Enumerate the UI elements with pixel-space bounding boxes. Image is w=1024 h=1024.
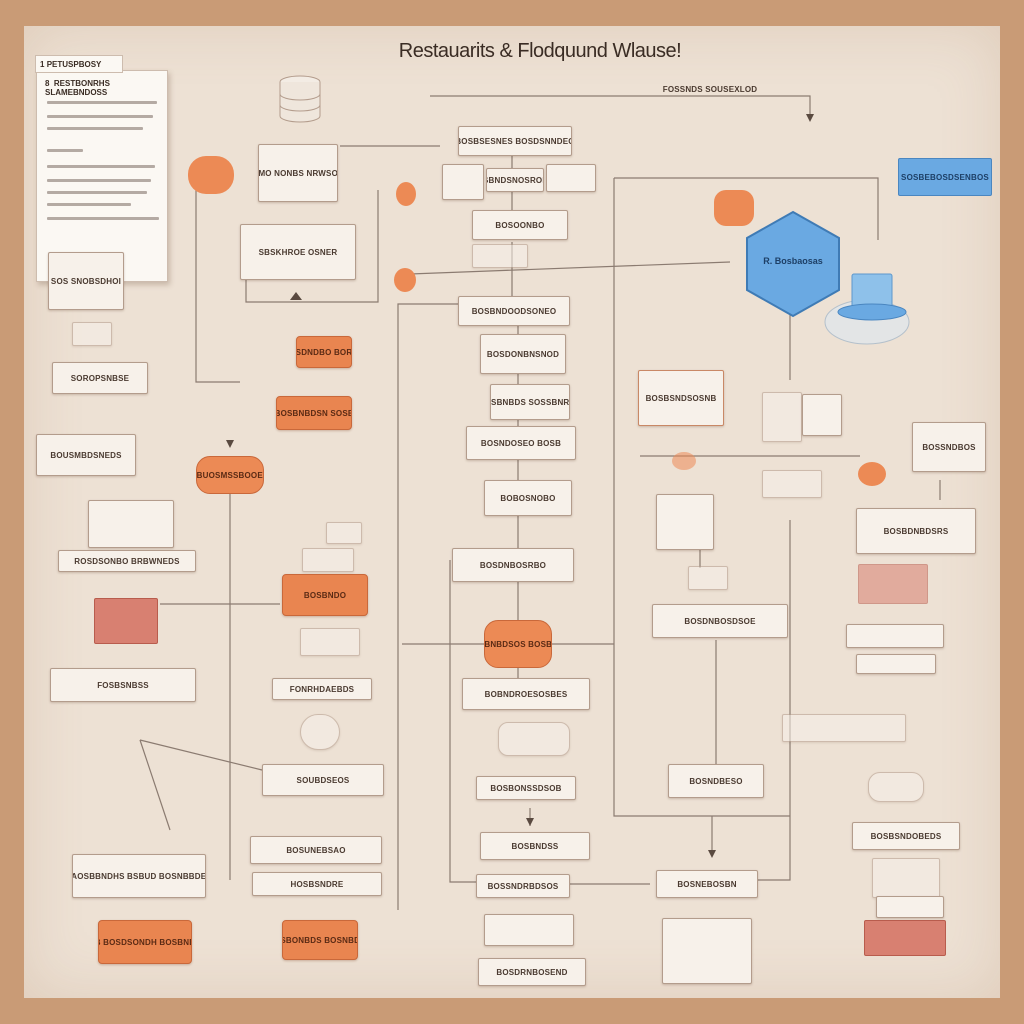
flow-node[interactable]: SAOSBBNDHS BSBUD BOSNBBDER <box>72 854 206 898</box>
orange-blob <box>672 452 696 470</box>
flow-node[interactable] <box>442 164 484 200</box>
orange-blob <box>394 268 416 292</box>
flow-node[interactable]: FONRHDAEBDS <box>272 678 372 700</box>
flow-node[interactable] <box>872 858 940 898</box>
flow-node[interactable] <box>802 394 842 436</box>
legend-line <box>47 115 153 118</box>
central-hexagon-node[interactable]: R. Bosbaosas <box>744 210 842 318</box>
hexagon-label: R. Bosbaosas <box>763 256 823 266</box>
flow-node[interactable]: BOSOONBO <box>472 210 568 240</box>
diagram-title: Restauarits & Flodquund Wlause! <box>398 40 682 62</box>
flow-node[interactable]: BOBNDROESOSBES <box>462 678 590 710</box>
orange-blob <box>188 156 234 194</box>
legend-panel: 1 PETUSPBOSY 8 RESTBONRHS SLAMEBNDOSS <box>35 55 168 282</box>
flow-node[interactable]: BOSBDNBDSRS <box>856 508 976 554</box>
flow-node[interactable] <box>300 714 340 750</box>
legend-line <box>47 217 159 220</box>
flow-node[interactable]: BOSNEBOSBN <box>656 870 758 898</box>
flow-node[interactable] <box>484 914 574 946</box>
top-header-label: FOSSNDS SOUSEXLOD <box>662 84 758 94</box>
database-icon <box>824 273 910 345</box>
legend-heading-label: RESTBONRHS SLAMEBNDOSS <box>45 79 110 97</box>
flow-node[interactable]: BOSBNBDS SOSSBNRSO <box>490 384 570 420</box>
flow-node[interactable]: BOUSMBDSNEDS <box>36 434 136 476</box>
flow-node[interactable] <box>782 714 906 742</box>
flow-node[interactable] <box>88 500 174 548</box>
orange-node[interactable]: BOSBNDO <box>282 574 368 616</box>
orange-node[interactable]: BOSB BOSDSONDH BOSBNDSOB <box>98 920 192 964</box>
flow-node[interactable]: BOSUNEBSAO <box>250 836 382 864</box>
red-node[interactable] <box>858 564 928 604</box>
flow-node[interactable]: BOSBSNDSOSNB <box>638 370 724 426</box>
legend-line <box>47 191 147 194</box>
blue-node[interactable]: SOSBEBOSDSENBOS <box>898 158 992 196</box>
legend-heading-number: 8 <box>45 79 50 88</box>
legend-line <box>47 179 151 182</box>
flow-node[interactable]: SOS SNOBSDHOI <box>48 252 124 310</box>
flow-node[interactable]: SOUBDSEOS <box>262 764 384 796</box>
flow-node[interactable]: BOSDONBNSNOD <box>480 334 566 374</box>
flow-node[interactable] <box>656 494 714 550</box>
flow-node[interactable] <box>300 628 360 656</box>
orange-node[interactable]: BOSBONBDS BOSNBDSO <box>282 920 358 960</box>
flow-node[interactable]: SOROPSNBSE <box>52 362 148 394</box>
flow-node[interactable]: BOSNDOSEO BOSB <box>466 426 576 460</box>
legend-tab-label: PETUSPBOSY <box>46 59 102 69</box>
flow-node[interactable]: BOSSNDBOS <box>912 422 986 472</box>
flow-node[interactable]: BOSBSNDOBEDS <box>852 822 960 850</box>
orange-blob <box>714 190 754 226</box>
red-node[interactable] <box>864 920 946 956</box>
flow-node[interactable]: ROSDSONBO BRBWNEDS <box>58 550 196 572</box>
orange-node[interactable]: BOSBNBDSN SOSE <box>276 396 352 430</box>
database-icon <box>279 75 321 123</box>
flow-node[interactable] <box>326 522 362 544</box>
red-node[interactable] <box>94 598 158 644</box>
flow-node[interactable] <box>472 244 528 268</box>
orange-node[interactable]: BOSDNDBO BOROD <box>296 336 352 368</box>
flow-node[interactable]: BOSBNDSNOSROEDS <box>486 168 544 192</box>
flow-node[interactable]: SBSKHROE OSNER <box>240 224 356 280</box>
flow-node[interactable] <box>688 566 728 590</box>
flow-node[interactable]: BOSBSESNES BOSDSNNDEO <box>458 126 572 156</box>
flow-node[interactable]: BOSBNDOODSONEO <box>458 296 570 326</box>
flow-node[interactable]: BOSBONSSDSOB <box>476 776 576 800</box>
flow-node[interactable] <box>662 918 752 984</box>
flow-node[interactable] <box>302 548 354 572</box>
flow-node[interactable]: BOSBNDSS <box>480 832 590 860</box>
legend-tab-number: 1 <box>40 59 45 69</box>
flow-node[interactable]: BOSDNBOSRBO <box>452 548 574 582</box>
legend-line <box>47 149 83 152</box>
flow-node[interactable]: BOSNDBESO <box>668 764 764 798</box>
flow-node[interactable] <box>846 624 944 648</box>
orange-blob <box>396 182 416 206</box>
flow-node[interactable] <box>762 470 822 498</box>
legend-line <box>47 165 155 168</box>
flow-node[interactable]: BOBOSNOBO <box>484 480 572 516</box>
flow-node[interactable] <box>546 164 596 192</box>
orange-pill-node[interactable]: BOSBNBDSOS BOSBNDE <box>484 620 552 668</box>
hexagon-shape <box>746 210 840 318</box>
flow-node[interactable]: BOSSNDRBDSOS <box>476 874 570 898</box>
legend-heading: 8 RESTBONRHS SLAMEBNDOSS <box>45 79 167 97</box>
flow-node[interactable]: HOSBSNDRE <box>252 872 382 896</box>
flow-node[interactable] <box>856 654 936 674</box>
flow-node[interactable]: BOSDRNBOSEND <box>478 958 586 986</box>
legend-line <box>47 101 157 104</box>
flow-node[interactable] <box>72 322 112 346</box>
legend-tab: 1 PETUSPBOSY <box>35 55 123 73</box>
flow-node[interactable]: FOSBSNBSS <box>50 668 196 702</box>
flow-node[interactable] <box>762 392 802 442</box>
flow-node[interactable] <box>876 896 944 918</box>
legend-line <box>47 203 131 206</box>
flow-node[interactable]: BOSDNBOSDSOE <box>652 604 788 638</box>
legend-line <box>47 127 143 130</box>
flow-node[interactable] <box>498 722 570 756</box>
orange-blob <box>858 462 886 486</box>
flow-node[interactable] <box>868 772 924 802</box>
